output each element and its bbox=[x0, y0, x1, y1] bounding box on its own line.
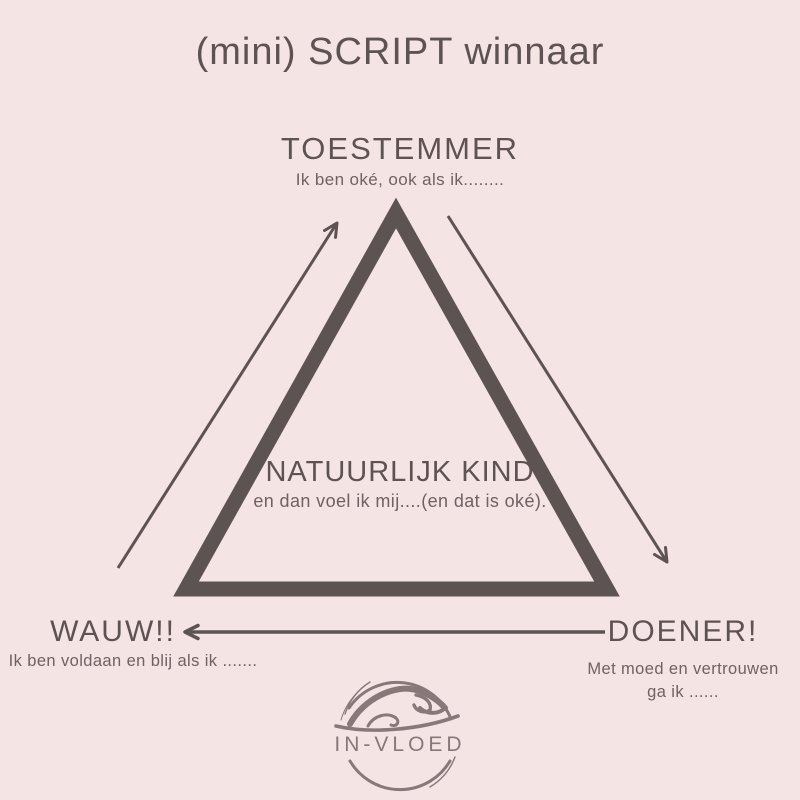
arrow-up-left bbox=[116, 221, 339, 569]
node-wauw-subtitle: Ik ben voldaan en blij als ik ....... bbox=[8, 652, 258, 670]
arrow-down-right bbox=[446, 215, 669, 564]
node-doener: DOENER! bbox=[607, 615, 759, 648]
node-toestemmer-subtitle: Ik ben oké, ook als ik........ bbox=[295, 170, 505, 189]
wave-logo-icon bbox=[334, 680, 460, 792]
node-doener-subtitle-line1: Met moed en vertrouwen bbox=[587, 660, 779, 678]
brand-logo-text: IN-VLOED bbox=[334, 733, 466, 756]
brand-logo: IN-VLOED bbox=[312, 668, 488, 796]
arrow-bottom-left bbox=[183, 623, 605, 641]
triangle-shape bbox=[173, 197, 620, 597]
node-natuurlijk-kind-subtitle: en dan voel ik mij....(en dat is oké). bbox=[253, 491, 547, 511]
node-wauw: WAUW!! bbox=[50, 615, 176, 648]
node-doener-subtitle-line2: ga ik ...... bbox=[647, 683, 719, 701]
page-title: (mini) SCRIPT winnaar bbox=[195, 31, 605, 73]
node-toestemmer: TOESTEMMER bbox=[280, 131, 520, 166]
node-natuurlijk-kind: NATUURLIJK KIND bbox=[265, 456, 535, 488]
